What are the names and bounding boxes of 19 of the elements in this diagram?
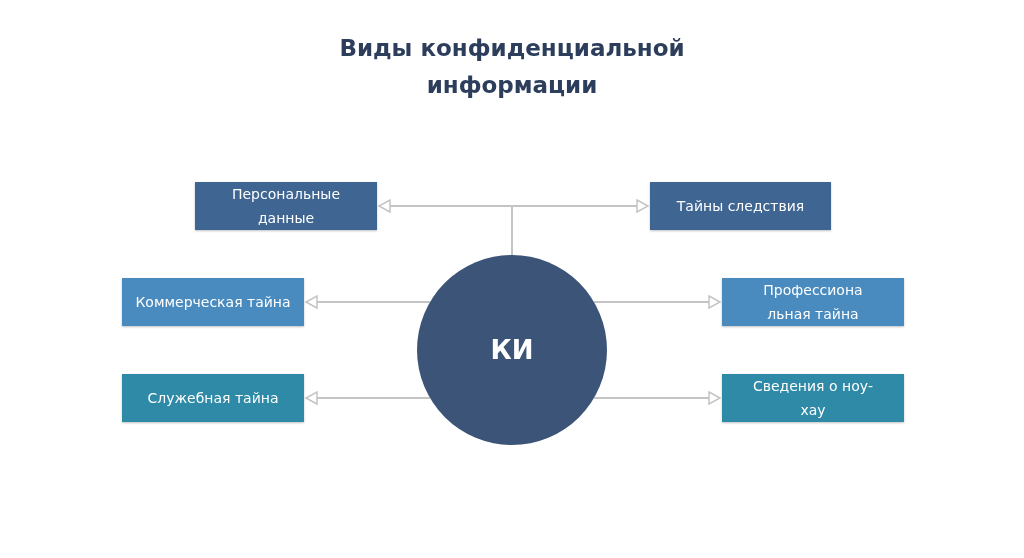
arrow xyxy=(511,199,649,256)
category-box xyxy=(722,278,904,326)
arrow xyxy=(593,391,721,405)
category-box xyxy=(122,278,304,326)
box-label: Профессиона льная тайна xyxy=(762,281,864,324)
arrow xyxy=(305,391,431,405)
box-label: Персональные данные xyxy=(230,185,341,228)
box-label: Коммерческая тайна xyxy=(134,293,292,312)
diagram-title: Виды конфиденциальной информации xyxy=(338,34,686,100)
arrow xyxy=(305,295,431,309)
box-label: Сведения о ноу-хау xyxy=(751,377,875,420)
box-label: Служебная тайна xyxy=(146,389,280,408)
arrow xyxy=(593,295,721,309)
box-label: Тайны следствия xyxy=(675,197,806,216)
circle-label: КИ xyxy=(490,335,534,365)
category-box xyxy=(650,182,831,230)
category-box xyxy=(722,374,904,422)
category-box xyxy=(195,182,377,230)
category-box xyxy=(122,374,304,422)
